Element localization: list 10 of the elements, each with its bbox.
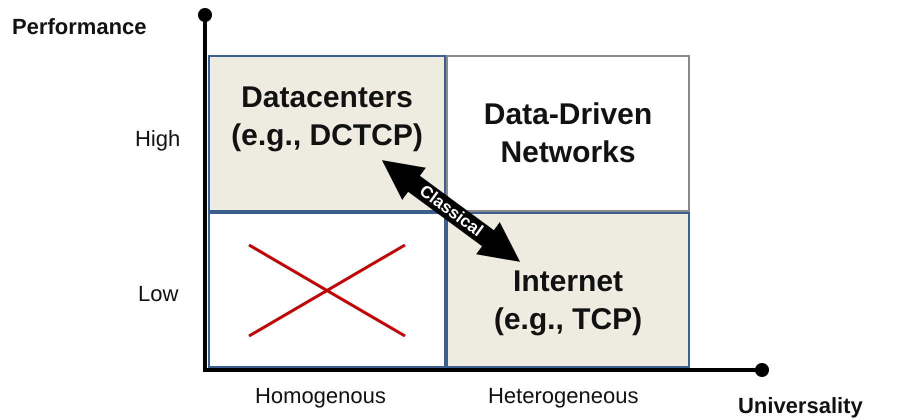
axis-tick-label: Heterogeneous: [488, 383, 638, 409]
quadrant-title: Data-Driven Networks: [482, 97, 654, 170]
axis-tick-label: Homogenous: [255, 383, 386, 409]
double-arrow: [382, 160, 520, 262]
quadrant-title: Datacenters (e.g., DCTCP): [230, 80, 424, 154]
quadrant-title: Internet (e.g., TCP): [492, 264, 644, 338]
axis-title: Performance: [12, 14, 147, 40]
axis-title: Universality: [738, 393, 863, 419]
axis-tick-label: High: [135, 126, 180, 152]
axis-tick-label: Low: [138, 281, 178, 307]
